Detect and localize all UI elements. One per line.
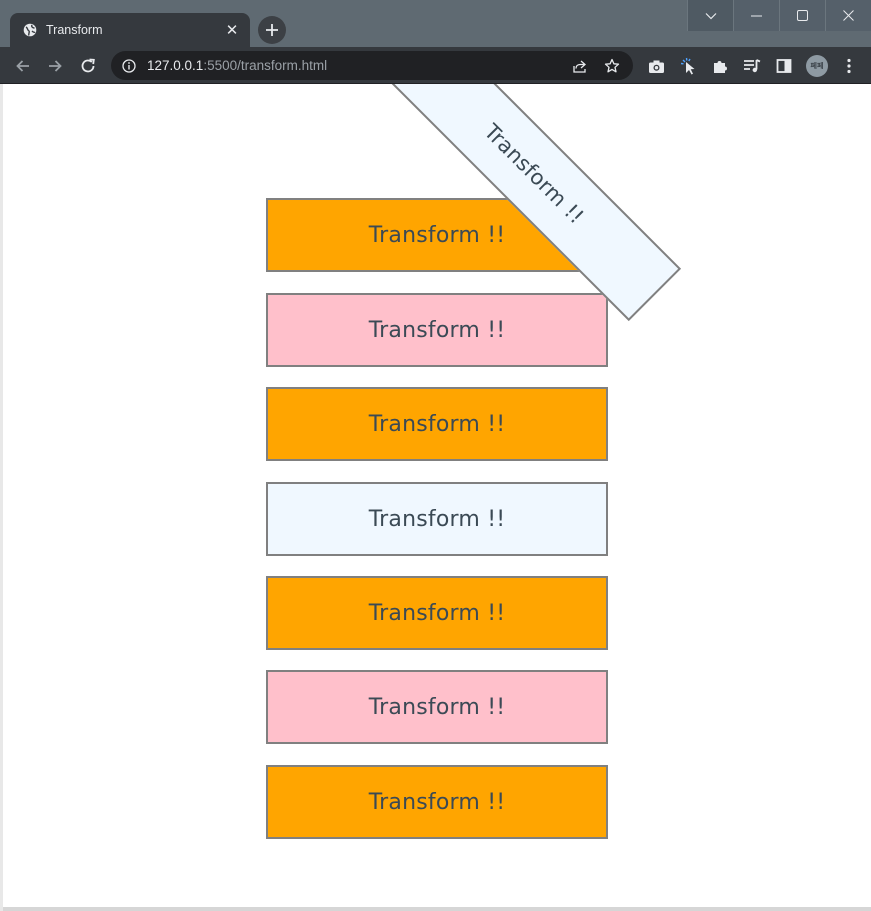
profile-avatar[interactable]: 페페 [806,55,828,77]
puzzle-icon[interactable] [709,55,731,77]
star-icon[interactable] [601,55,623,77]
arrow-left-icon [16,60,29,72]
page-viewport: Transform !! Transform !! Transform !! T… [0,84,871,911]
arrow-right-icon [49,60,62,72]
browser-toolbar: 127.0.0.1:5500/transform.html [0,47,871,84]
new-tab-button[interactable] [258,16,286,44]
cursor-extension-icon[interactable] [678,55,700,77]
transform-box-5: Transform !! [266,576,608,650]
side-panel-icon[interactable] [773,55,795,77]
more-menu-icon[interactable] [838,55,860,77]
browser-titlebar: Transform ✕ [0,0,871,47]
plus-icon [266,24,278,36]
minimize-button[interactable] [733,0,779,31]
share-icon[interactable] [569,55,591,77]
transform-box-6: Transform !! [266,670,608,744]
close-icon [843,10,854,21]
tab-close-icon[interactable]: ✕ [225,21,239,39]
url-path: :5500/transform.html [203,58,328,73]
info-icon[interactable] [121,58,137,74]
transform-box-2: Transform !! [266,293,608,367]
transform-box-7: Transform !! [266,765,608,839]
url-host: 127.0.0.1 [147,58,204,73]
maximize-button[interactable] [779,0,825,31]
globe-icon [22,22,38,38]
transform-box-3: Transform !! [266,387,608,461]
chevron-down-icon [705,12,716,19]
reload-button[interactable] [74,52,102,80]
browser-tab[interactable]: Transform ✕ [10,13,250,47]
close-window-button[interactable] [825,0,871,31]
reload-icon [81,58,95,73]
window-controls [687,0,871,31]
maximize-icon [797,10,808,21]
tab-title: Transform [46,23,103,37]
back-button[interactable] [9,52,37,80]
forward-button[interactable] [41,52,69,80]
minimize-icon [751,15,762,16]
media-queue-icon[interactable] [741,55,763,77]
transform-box-4: Transform !! [266,482,608,556]
camera-icon[interactable] [645,55,667,77]
address-bar[interactable]: 127.0.0.1:5500/transform.html [111,51,633,80]
tab-search-button[interactable] [687,0,733,31]
url-text[interactable]: 127.0.0.1:5500/transform.html [147,58,559,73]
